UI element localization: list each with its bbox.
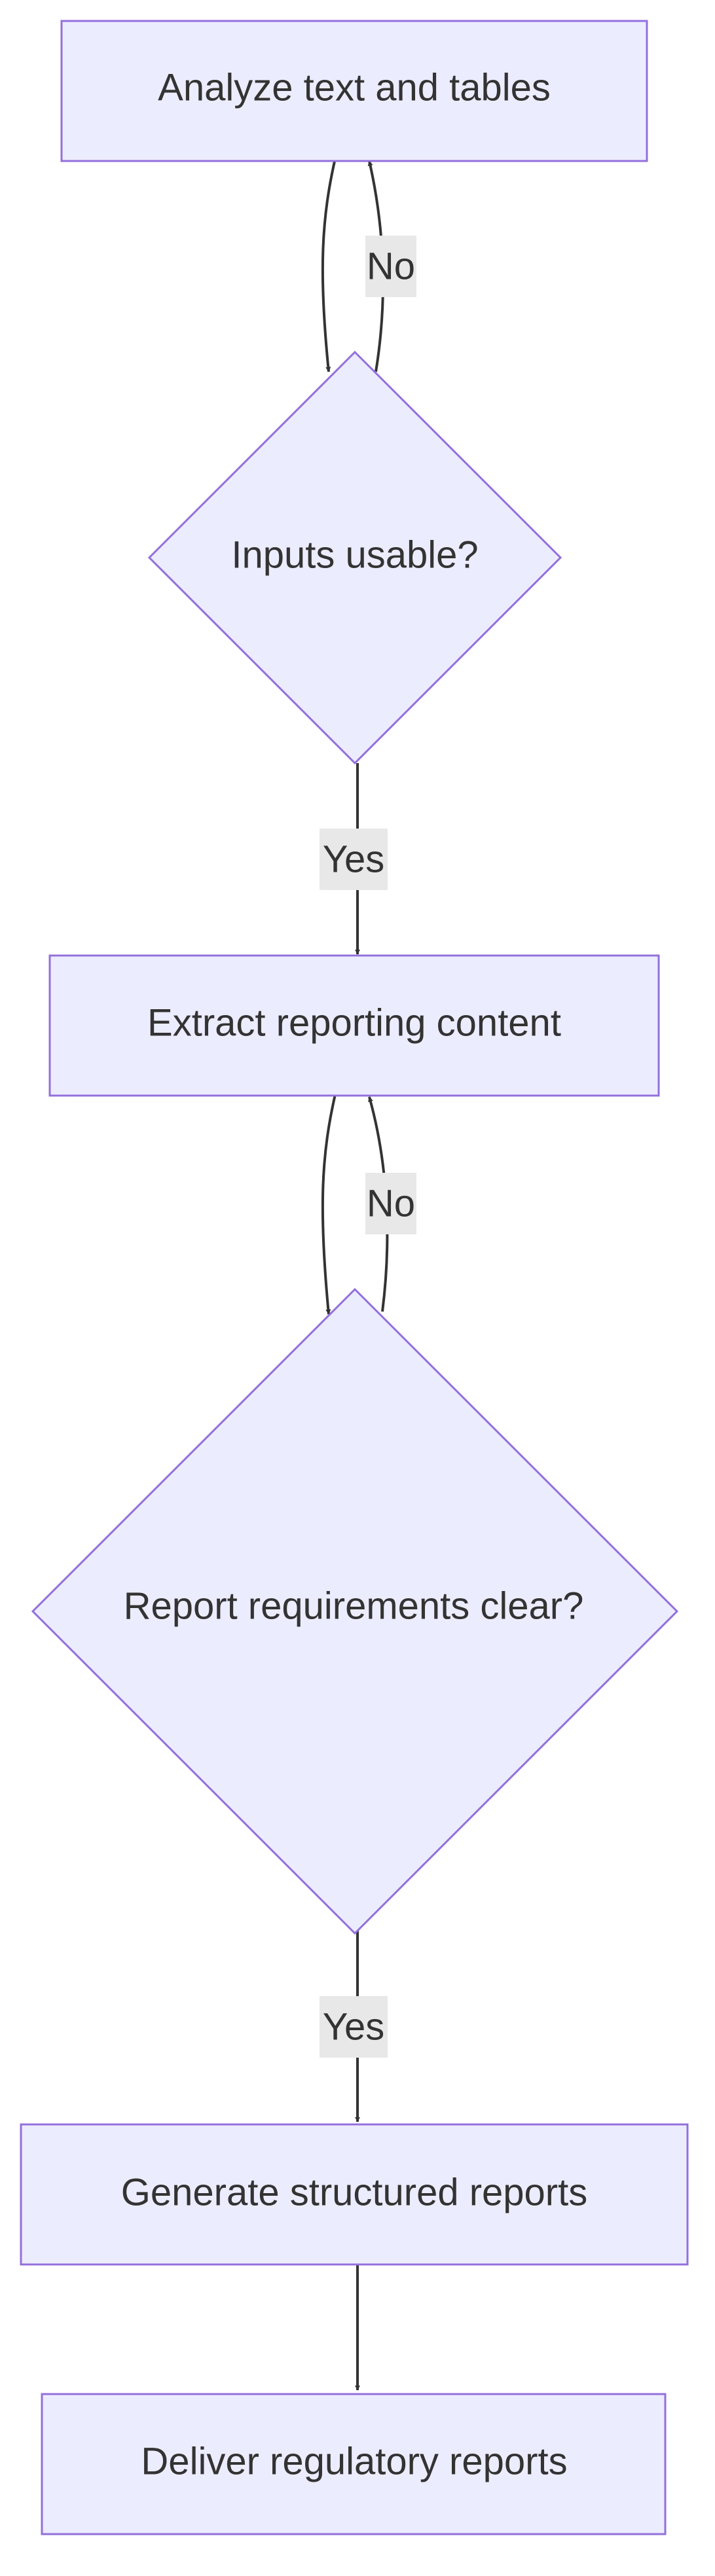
edge-label-text: Yes — [323, 2006, 385, 2048]
edge-analyze-to-inputs-usable — [321, 158, 337, 372]
process-box — [48, 954, 660, 1097]
edge-label-text: Yes — [323, 838, 385, 881]
edge-label-background — [320, 1996, 388, 2058]
node-extract-reporting-content: Extract reporting content — [48, 954, 660, 1097]
node-deliver-regulatory-reports: Deliver regulatory reports — [41, 2393, 667, 2535]
decision-diamond — [147, 350, 562, 765]
node-analyze-text-and-tables: Analyze text and tables — [60, 20, 648, 162]
node-label: Deliver regulatory reports — [141, 2441, 567, 2483]
edge-label-requirements-no: No — [365, 1173, 416, 1234]
node-report-requirements-clear: Report requirements clear? — [31, 1287, 679, 1935]
node-label: Generate structured reports — [121, 2172, 587, 2214]
node-inputs-usable: Inputs usable? — [147, 350, 562, 765]
process-box — [41, 2393, 667, 2535]
node-generate-structured-reports: Generate structured reports — [20, 2123, 689, 2266]
process-box — [60, 20, 648, 162]
node-label: Inputs usable? — [231, 534, 478, 577]
process-box — [20, 2123, 689, 2266]
edge-label-text: No — [367, 245, 415, 288]
edge-label-text: No — [367, 1183, 415, 1225]
edge-label-inputs-no: No — [365, 236, 416, 297]
edge-label-requirements-yes: Yes — [320, 1996, 388, 2058]
node-label: Extract reporting content — [147, 1002, 561, 1045]
edge-label-inputs-yes: Yes — [320, 829, 388, 890]
edge-label-background — [365, 236, 416, 297]
edge-label-background — [365, 1173, 416, 1234]
node-label: Analyze text and tables — [158, 67, 551, 109]
edge-extract-to-requirements-clear — [321, 1094, 337, 1315]
edge-label-background — [320, 829, 388, 890]
node-label: Report requirements clear? — [124, 1585, 584, 1628]
decision-diamond — [31, 1287, 679, 1935]
